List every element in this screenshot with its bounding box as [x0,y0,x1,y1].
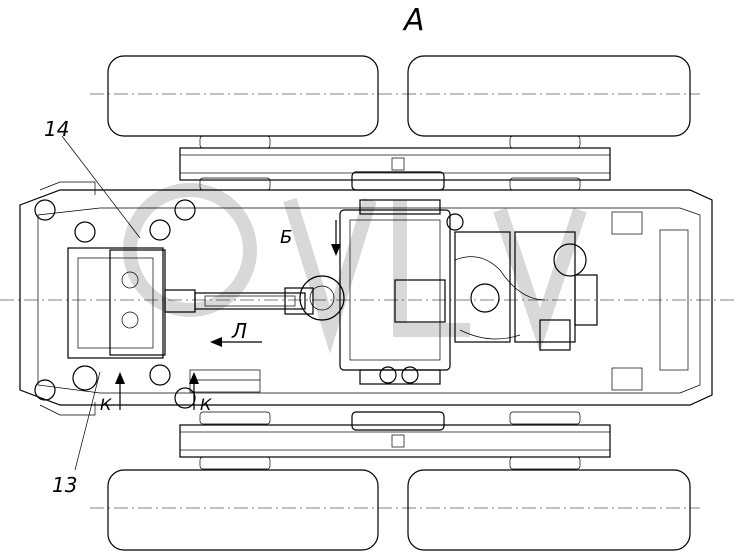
leader-14 [61,135,141,239]
engine [299,199,500,385]
arrow-l [210,337,262,347]
wheel-bottom-right [407,469,691,551]
lower-rails [189,369,261,393]
right-units [454,231,598,351]
wheel-top-right [407,55,691,137]
wheel-top-left [107,55,379,137]
arrow-k-left [115,372,125,410]
marker-k-right: К [200,395,212,414]
driveshaft [164,287,314,315]
view-label: А [402,3,425,38]
callout-13: 13 [52,473,77,497]
front-frame-details [611,211,689,391]
arrow-k-right [189,372,199,410]
callout-14: 14 [44,117,69,141]
leader-13 [74,371,101,471]
marker-l: Л [231,319,247,343]
marker-b: Б [280,227,292,248]
wheel-bottom-left [107,469,379,551]
axle-bottom [179,411,611,470]
arrow-b [331,220,341,256]
marker-k-left: К [100,395,112,414]
axle-top [179,135,611,191]
